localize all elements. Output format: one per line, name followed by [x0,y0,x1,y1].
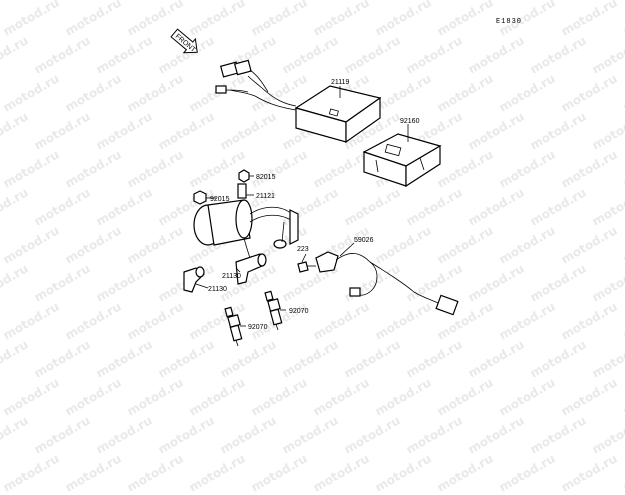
label-21130-b: 21130 [208,286,227,293]
label-92070-b: 92070 [289,308,309,315]
label-92160: 92160 [400,118,420,125]
reference-code: E1830 [496,18,522,26]
leader-lines [195,86,409,327]
label-21121: 21121 [256,193,275,200]
coil-nut-92015 [193,190,207,205]
pickup-coil-59026 [315,251,459,316]
front-arrow: FRONT [170,28,198,54]
label-223: 223 [297,246,309,253]
wire-connector-lower [215,85,249,94]
igniter-21119 [229,75,382,144]
igniter-cover-92160 [362,133,442,188]
plug-cap-21130-a [235,253,267,285]
spark-plug-92070-a [224,306,243,347]
label-21130-a: 21130 [222,273,241,280]
plug-cap-21130-b [183,266,205,293]
screw-223 [297,261,316,273]
label-92015: 92015 [210,196,230,203]
label-59026: 59026 [354,237,374,244]
spark-plug-92070-b [264,290,283,331]
parts-diagram: E1830 FRONT [170,18,522,347]
label-82015: 82015 [256,174,276,181]
coil-bolt-82015 [238,169,250,183]
label-92070-a: 92070 [248,324,268,331]
part-labels: 21119 92160 82015 21121 92015 223 59026 … [208,79,420,331]
wire-connector-upper [219,59,269,93]
label-21119: 21119 [331,79,350,86]
ignition-coil-21121 [193,183,299,259]
